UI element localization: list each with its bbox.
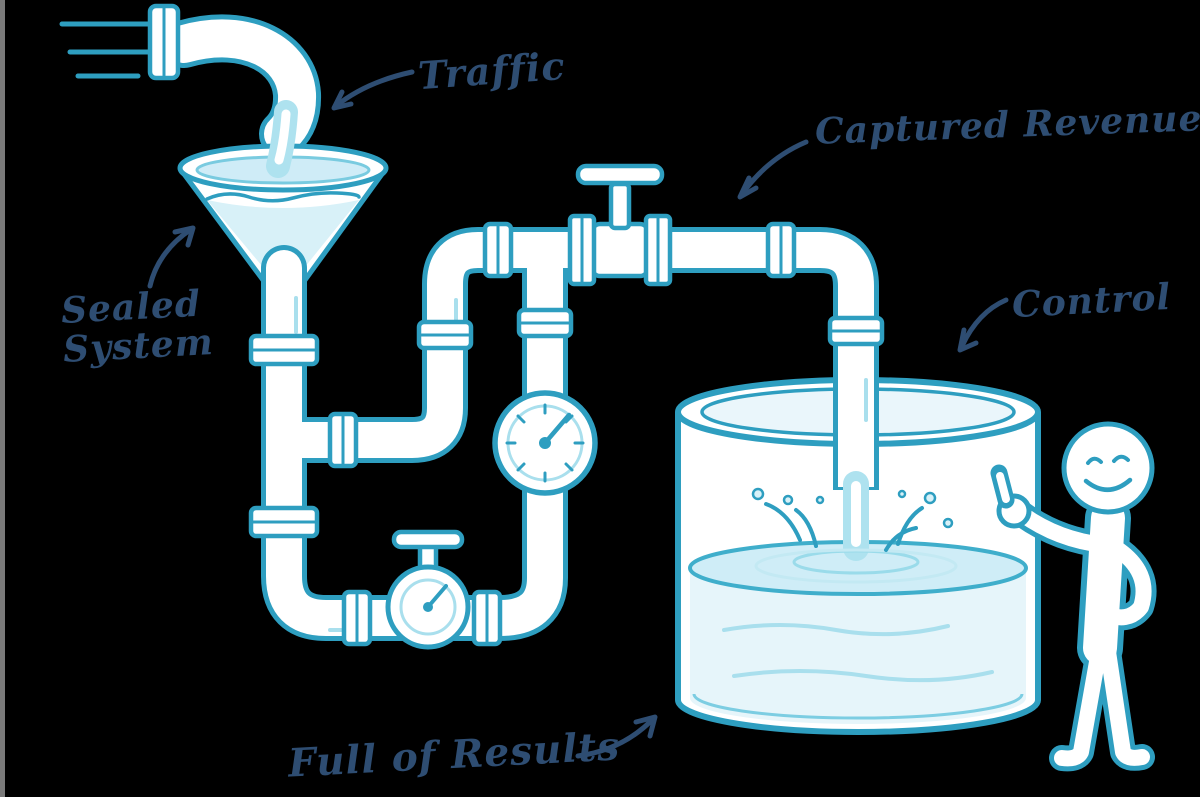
label-sealed-line2: System (61, 320, 215, 371)
captured-revenue-arrow-icon (737, 139, 809, 200)
speed-lines-icon (59, 21, 155, 79)
splash-icon (751, 487, 958, 584)
flange (827, 315, 885, 347)
smiley-face-icon (1083, 454, 1133, 492)
gate-valve-icon (567, 163, 673, 287)
gauge-needle (542, 412, 572, 446)
stick-figure (990, 421, 1157, 772)
flange (482, 221, 514, 279)
thumbs-up-hand-icon (990, 464, 1032, 529)
outlet-pipe (833, 356, 879, 490)
valve-handwheel-icon (575, 163, 665, 186)
traffic-arrow-icon (331, 69, 415, 111)
sealed-system-arrow-icon (147, 225, 196, 289)
label-sealed-system: Sealed System (60, 283, 215, 371)
flange (765, 221, 797, 279)
label-traffic: Traffic (416, 42, 567, 99)
figure-head (1061, 421, 1155, 515)
flange (327, 411, 359, 469)
left-edge-bar (0, 0, 5, 797)
pour-stream (266, 100, 298, 178)
control-arrow-icon (957, 297, 1009, 353)
annotation-arrows (147, 69, 1009, 759)
flange (471, 589, 503, 647)
flange (248, 333, 320, 367)
flange (516, 307, 574, 339)
flange (248, 505, 320, 539)
flange (416, 319, 474, 351)
full-of-results-arrow-icon (575, 714, 658, 759)
valve-stem (608, 181, 632, 231)
pressure-gauge-large-icon (492, 390, 598, 496)
label-control: Control (1010, 275, 1173, 327)
bucket-water (688, 540, 1028, 724)
pipe-flanges (248, 221, 885, 647)
pressure-gauge-small-icon (385, 564, 471, 650)
flange (341, 589, 373, 647)
